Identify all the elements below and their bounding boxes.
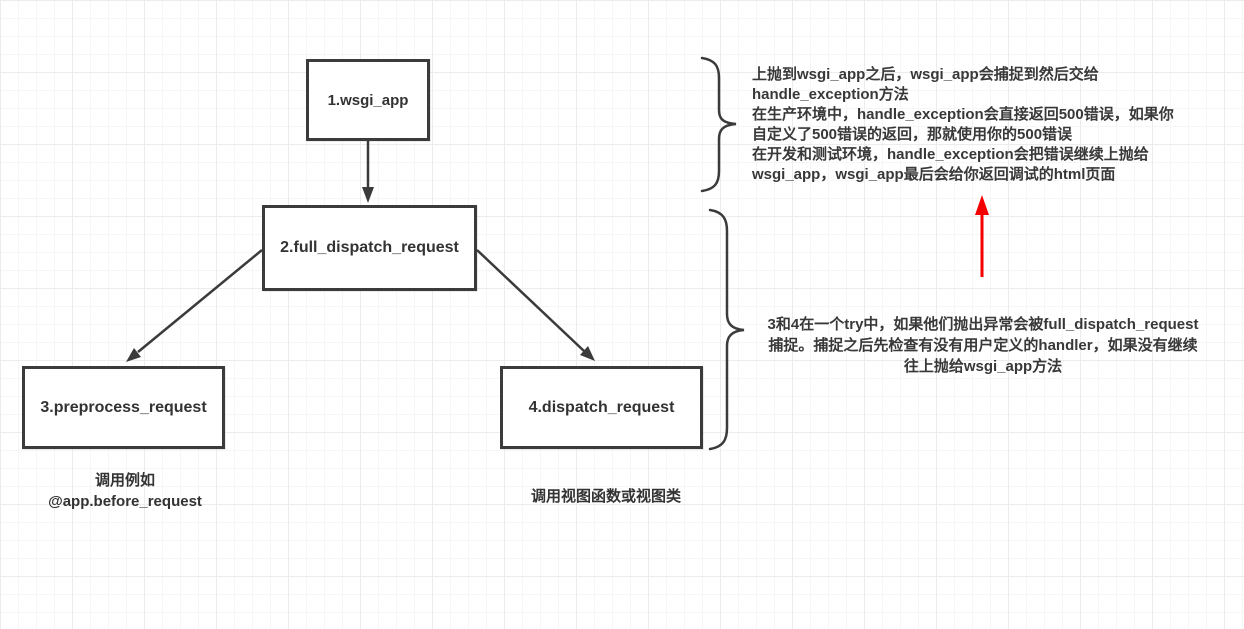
brace-top[interactable] (700, 56, 737, 193)
node-full-dispatch-request-label: 2.full_dispatch_request (280, 239, 459, 256)
red-up-arrow[interactable] (975, 195, 989, 277)
annotation-handle-exception[interactable]: 上抛到wsgi_app之后，wsgi_app会捕捉到然后交给 handle_ex… (752, 66, 1174, 183)
node-wsgi-app[interactable]: 1.wsgi_app (306, 59, 430, 141)
caption-dispatch-request[interactable]: 调用视图函数或视图类 (530, 488, 681, 505)
node-wsgi-app-label: 1.wsgi_app (327, 91, 409, 109)
arrow-wsgi-to-full-dispatch[interactable] (362, 141, 374, 203)
node-dispatch-request[interactable]: 4.dispatch_request (500, 366, 703, 449)
node-preprocess-request[interactable]: 3.preprocess_request (22, 366, 225, 449)
node-full-dispatch-request[interactable]: 2.full_dispatch_request (262, 205, 477, 291)
node-dispatch-request-label: 4.dispatch_request (528, 398, 675, 416)
arrow-full-dispatch-to-dispatch[interactable] (476, 249, 595, 361)
node-preprocess-request-label: 3.preprocess_request (40, 398, 207, 416)
arrow-full-dispatch-to-preprocess[interactable] (126, 249, 263, 362)
annotation-try-catch[interactable]: 3和4在一个try中，如果他们抛出异常会被full_dispatch_reque… (767, 316, 1199, 375)
caption-preprocess-request[interactable]: 调用例如 @app.before_request (48, 472, 202, 510)
brace-bottom[interactable] (708, 208, 745, 451)
